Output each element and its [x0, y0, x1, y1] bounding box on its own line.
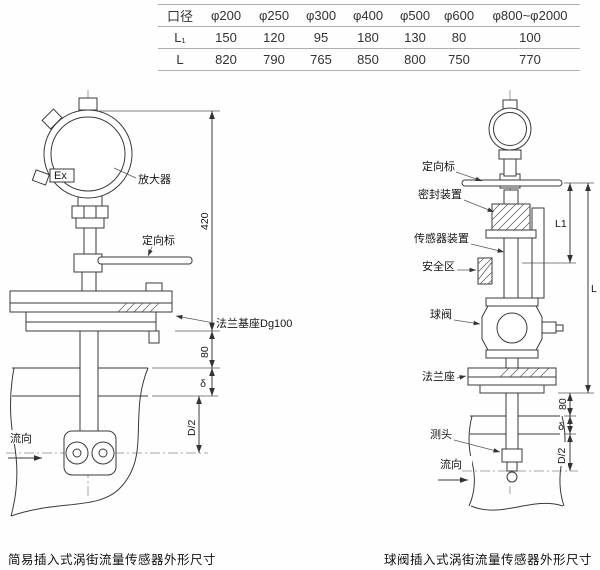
table-cell: L₁: [158, 26, 202, 49]
table-row-l: L 820 790 765 850 800 750 770: [158, 48, 580, 71]
dim-l: L: [591, 283, 597, 295]
flow-direction: 流向: [8, 430, 44, 461]
orientation-label: 定向标: [142, 233, 175, 247]
spec-table: 口径 φ200 φ250 φ300 φ400 φ500 φ600 φ800~φ2…: [158, 4, 580, 71]
table-row-l1: L₁ 150 120 95 180 130 80 100: [158, 26, 580, 49]
sensor-label: 传感器装置: [414, 232, 469, 245]
dim-d2: D/2: [556, 448, 568, 465]
label-seal-device: 密封装置: [418, 187, 495, 213]
seal-device: [485, 203, 537, 239]
table-cell: 150: [202, 26, 250, 49]
probe-label: 测头: [430, 428, 452, 441]
right-caption: 球阀插入式涡街流量传感器外形尺寸: [384, 553, 593, 567]
table-cell: 120: [250, 26, 298, 49]
right-drawing-ball-valve-insertion-sensor: 定向标 密封装置 传感器装置 安全区 球阀 法兰座 测头: [414, 90, 597, 511]
label-flange-seat: 法兰座: [422, 369, 467, 383]
table-cell: φ400: [344, 4, 392, 27]
dim-delta: δ: [200, 378, 206, 390]
dim-d2: D/2: [186, 420, 198, 437]
ball-valve-body: [481, 297, 564, 369]
label-sensor-device: 传感器装置: [414, 232, 505, 253]
dimension-lines: 420 80 δ D/2: [98, 110, 220, 453]
table-cell: 850: [344, 48, 392, 71]
table-cell: L: [158, 48, 202, 71]
left-drawing-simple-insertion-sensor: Ex 流向 放大器 定向标 法兰基座Dg100 420: [6, 90, 302, 517]
dimension-lines: L1 L 80 δ D/2: [522, 182, 597, 471]
label-orientation-mark: 定向标: [422, 159, 483, 182]
table-cell: 80: [438, 26, 480, 49]
vortex-sensor-body: [63, 430, 117, 476]
table-cell: φ300: [298, 4, 344, 27]
label-orientation-mark: 定向标: [142, 233, 175, 257]
table-cell: φ500: [392, 4, 438, 27]
orientation-label: 定向标: [422, 159, 455, 173]
amplifier-head: Ex: [31, 97, 133, 199]
flange-assembly: [9, 282, 173, 344]
flow-direction: 流向: [438, 456, 472, 483]
dim-420: 420: [199, 212, 211, 230]
label-flange-base: 法兰基座Dg100: [175, 314, 302, 330]
left-caption: 简易插入式涡街流量传感器外形尺寸: [8, 553, 217, 567]
table-cell: 820: [202, 48, 250, 71]
dim-80: 80: [557, 398, 569, 410]
table-cell: 口径: [158, 4, 202, 27]
table-cell: 750: [438, 48, 480, 71]
dim-l1: L1: [555, 218, 567, 230]
flange-base-label: 法兰基座Dg100: [216, 316, 292, 330]
dim-80: 80: [199, 346, 211, 358]
table-cell: 95: [298, 26, 344, 49]
amplifier-label: 放大器: [138, 172, 171, 186]
flow-label: 流向: [440, 457, 462, 471]
table-cell: 765: [298, 48, 344, 71]
safety-zone-block: [477, 257, 493, 285]
ex-mark: Ex: [54, 170, 67, 182]
probe-assembly: [501, 392, 523, 483]
label-amplifier: 放大器: [113, 167, 171, 186]
table-cell: 180: [344, 26, 392, 49]
table-cell: φ600: [438, 4, 480, 27]
table-cell: 130: [392, 26, 438, 49]
probe-stem: [79, 330, 99, 434]
flange-seat-label: 法兰座: [422, 369, 455, 383]
ball-valve-label: 球阀: [430, 307, 452, 321]
table-cell: 800: [392, 48, 438, 71]
seal-label: 密封装置: [418, 187, 462, 201]
table-cell: φ800~φ2000: [480, 4, 580, 27]
label-ball-valve: 球阀: [430, 307, 481, 326]
safety-label: 安全区: [422, 259, 455, 273]
label-probe: 测头: [430, 428, 501, 453]
table-cell: 790: [250, 48, 298, 71]
stem-and-orientation-handle: [71, 195, 193, 292]
table-cell: φ250: [250, 4, 298, 27]
label-safety-zone: 安全区: [422, 259, 476, 273]
sensor-head: [488, 99, 532, 177]
table-cell: 770: [480, 48, 580, 71]
flow-label: 流向: [10, 431, 32, 445]
dim-delta: δ: [558, 421, 564, 433]
table-cell: 100: [480, 26, 580, 49]
table-row-header: 口径 φ200 φ250 φ300 φ400 φ500 φ600 φ800~φ2…: [158, 4, 580, 27]
orientation-handle: [461, 173, 563, 189]
table-cell: φ200: [202, 4, 250, 27]
flange-seat: [467, 367, 557, 394]
